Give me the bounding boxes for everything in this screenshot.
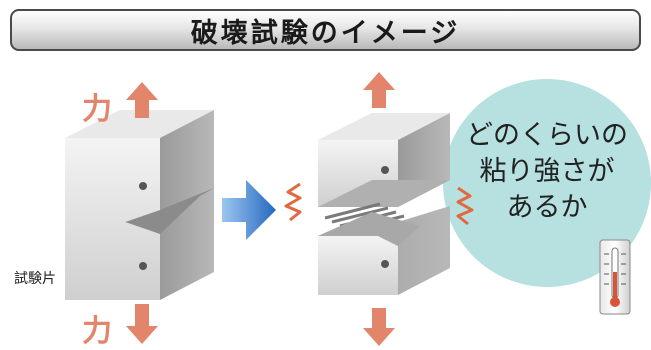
broken-specimen-upper	[318, 113, 450, 207]
title-banner: 破壊試験のイメージ	[10, 9, 641, 51]
test-specimen	[65, 110, 214, 300]
arrow-up-icon	[363, 72, 395, 108]
arrow-right-icon	[222, 180, 276, 240]
arrow-down-icon	[363, 308, 395, 346]
bubble-text: どのくらいの 粘り強さが あるか	[466, 120, 628, 223]
page-title: 破壊試験のイメージ	[190, 17, 461, 49]
question-bubble	[443, 79, 651, 287]
crack-spark-icon	[456, 186, 474, 226]
force-label-top: 力	[82, 92, 112, 127]
thermometer-icon	[599, 239, 631, 315]
arrow-down-icon	[126, 304, 158, 344]
crack-spark-icon	[284, 182, 302, 222]
broken-specimen-lower	[318, 206, 450, 295]
force-label-bottom: 力	[82, 314, 112, 349]
specimen-label: 試験片	[14, 271, 56, 287]
arrow-up-icon	[126, 82, 158, 118]
